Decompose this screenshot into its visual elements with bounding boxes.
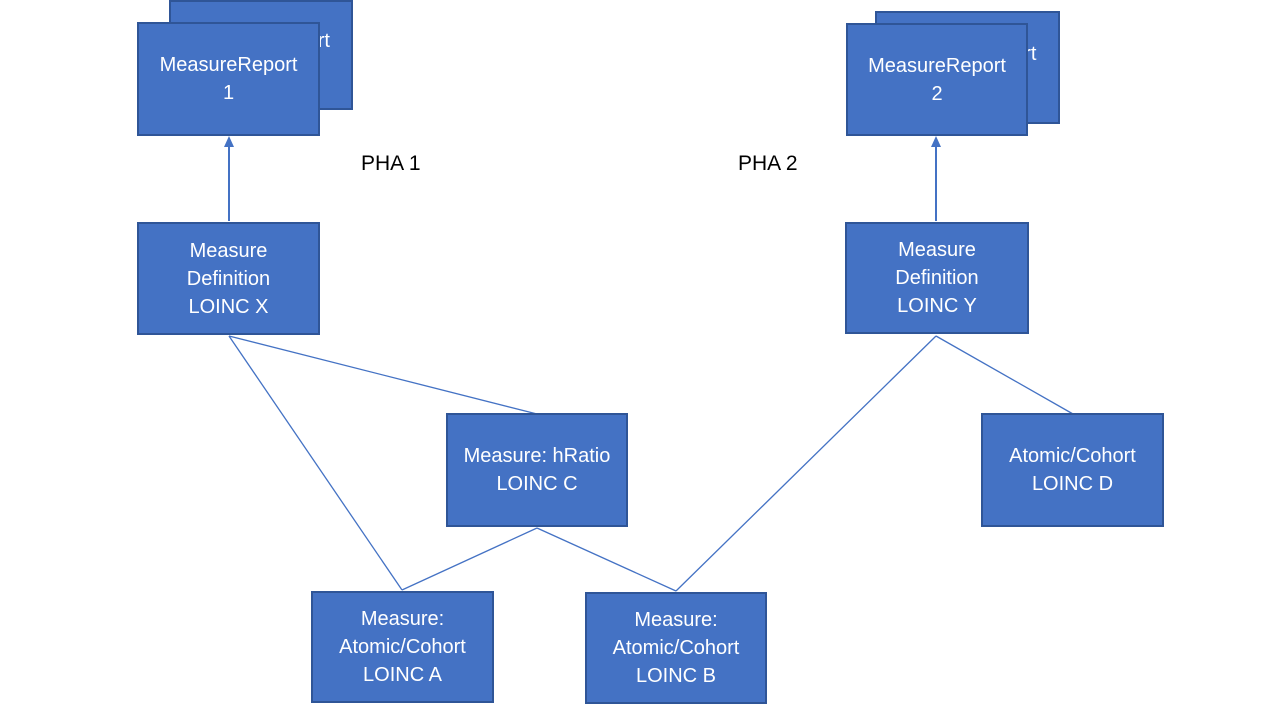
node-label-line: LOINC X	[188, 295, 269, 318]
node-label-line: LOINC B	[635, 665, 717, 687]
node-label-line: Measure	[898, 239, 976, 261]
node-label-line: MeasureReport	[868, 54, 1006, 77]
node-label-line: Measure:	[360, 608, 445, 630]
node-measure-atomic-cohort-loinc-a: Measure: Atomic/Cohort LOINC A	[311, 591, 494, 703]
edge-hratio-atomic-b	[536, 527, 677, 592]
arrow-mdx-mr1	[224, 136, 234, 221]
node-label-line: LOINC C	[496, 473, 578, 495]
edge-mdx-atomic-a	[228, 335, 403, 591]
edge-hratio-atomic-a	[401, 527, 538, 591]
node-measure-definition-loinc-y: Measure Definition LOINC Y	[845, 222, 1029, 334]
node-label-line: Definition	[186, 267, 271, 290]
edge-mdx-hratio	[228, 335, 538, 415]
node-label-line: MeasureReport	[159, 54, 298, 76]
node-label-line: LOINC A	[363, 664, 442, 686]
node-measure-report-2: MeasureReport 2	[846, 23, 1028, 136]
node-label-line: Definition	[895, 267, 979, 289]
edge-mdy-cohort-d	[935, 335, 1074, 415]
label-pha-2: PHA 2	[738, 152, 798, 175]
node-label-line: Atomic/Cohort	[1009, 445, 1136, 467]
node-label-line: LOINC D	[1031, 473, 1114, 495]
node-label-line: Measure:	[634, 609, 718, 631]
node-label-line: 1	[222, 82, 235, 104]
node-label-line: LOINC Y	[897, 295, 977, 317]
edge-mdy-atomic-b	[675, 335, 937, 592]
node-measure-atomic-cohort-loinc-b: Measure: Atomic/Cohort LOINC B	[585, 592, 767, 704]
node-label-line: Measure: hRatio	[463, 445, 611, 467]
label-pha-1: PHA 1	[361, 152, 421, 175]
node-label-line: Atomic/Cohort	[612, 637, 740, 659]
arrow-mdy-mr2	[931, 136, 941, 221]
node-measure-hratio-loinc-c: Measure: hRatio LOINC C	[446, 413, 628, 527]
node-measure-definition-loinc-x: Measure Definition LOINC X	[137, 222, 320, 335]
node-measure-report-1: MeasureReport 1	[137, 22, 320, 136]
node-label-line: 2	[931, 82, 943, 105]
node-atomic-cohort-loinc-d: Atomic/Cohort LOINC D	[981, 413, 1164, 527]
node-label-line: Measure	[189, 239, 268, 262]
node-label-line: Atomic/Cohort	[339, 636, 466, 658]
